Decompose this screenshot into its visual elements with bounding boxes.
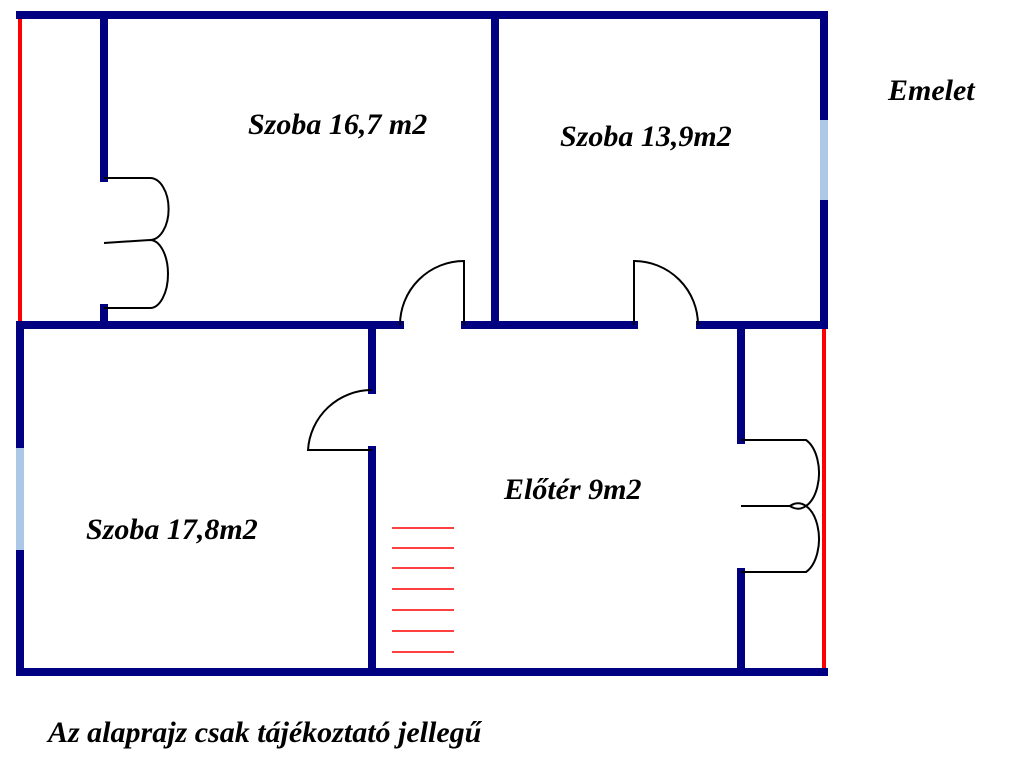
walls	[16, 11, 828, 676]
door-balcony-right	[741, 439, 820, 573]
door-room-top-left	[399, 259, 465, 326]
door-wardrobe-left	[103, 177, 170, 309]
doors	[103, 177, 820, 573]
door-room-top-right	[633, 259, 699, 326]
room-label-top-right: Szoba 13,9m2	[560, 120, 732, 153]
room-label-hallway: Előtér 9m2	[504, 473, 642, 506]
disclaimer-text: Az alaprajz csak tájékoztató jellegű	[48, 716, 482, 749]
red-walls	[18, 15, 826, 672]
room-label-bottom-left: Szoba 17,8m2	[86, 513, 258, 546]
door-room-bottom-left	[306, 388, 373, 451]
stairs	[392, 527, 454, 653]
windows	[16, 120, 828, 550]
room-label-top-left: Szoba 16,7 m2	[248, 108, 428, 141]
floor-name-label: Emelet	[888, 74, 975, 107]
